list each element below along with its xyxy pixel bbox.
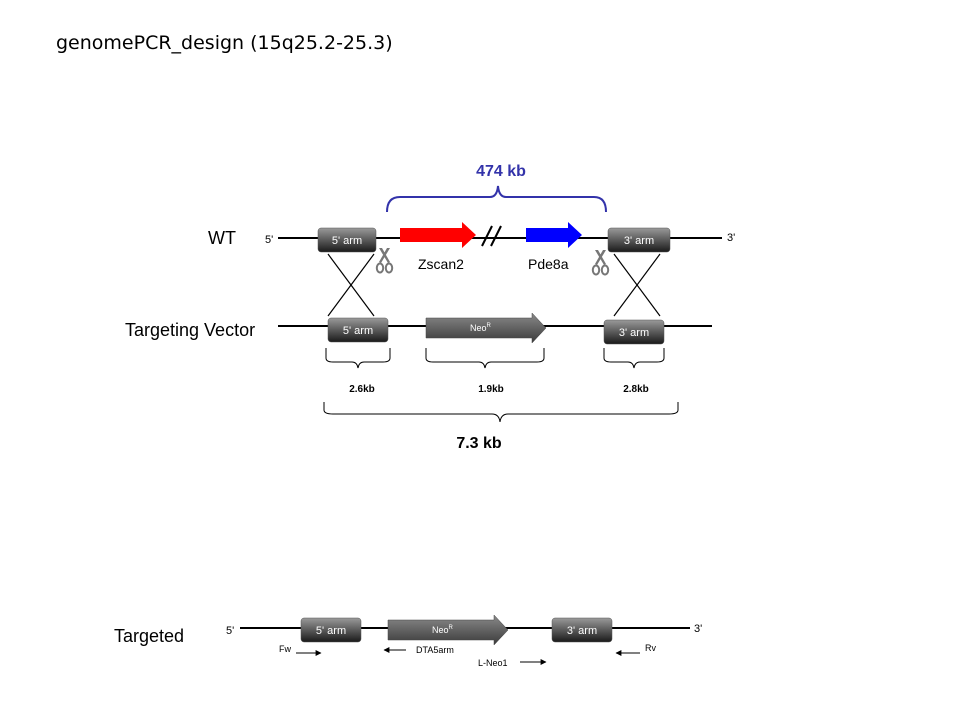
vector-3arm-box: 3' arm: [603, 319, 665, 345]
targeted-5prime-end: 5': [226, 625, 234, 637]
primer-rv-label: Rv: [645, 643, 656, 653]
wt-3arm-box: 3' arm: [607, 227, 671, 253]
vector-label: Targeting Vector: [125, 320, 255, 340]
targeted-neo-superscript: R: [449, 625, 454, 631]
scissors-icon: [375, 247, 394, 274]
total-size-label: 7.3 kb: [456, 435, 502, 452]
primer-lneo1-label: L-Neo1: [478, 658, 508, 668]
arm5-size-label: 2.6kb: [349, 384, 375, 395]
zscan2-gene-arrow: [400, 222, 476, 248]
vector-neo-arrow: NeoR: [425, 312, 547, 344]
pde8a-label: Pde8a: [528, 256, 569, 272]
arm5-size-bracket: [325, 348, 391, 369]
wt-5arm-label: 5' arm: [332, 235, 362, 247]
wt-3arm-label: 3' arm: [624, 235, 654, 247]
total-size-bracket: [323, 402, 679, 423]
wt-break-mark: [481, 225, 493, 247]
wt-5prime-end: 5': [265, 234, 273, 246]
targeted-3arm-label: 3' arm: [567, 625, 597, 637]
targeted-label: Targeted: [114, 626, 184, 646]
wt-row: WT 5' 3' 474 kb 5' arm Zscan2 Pde8a 3' a…: [208, 163, 735, 276]
arm3-size-label: 2.8kb: [623, 384, 649, 395]
targeted-neo-arrow: NeoR: [387, 614, 509, 646]
vector-3arm-label: 3' arm: [619, 327, 649, 339]
vector-row: Targeting Vector 5' arm NeoR 3' arm 2.6k…: [125, 312, 712, 452]
vector-neo-label: Neo: [470, 323, 487, 333]
primer-fw-label: Fw: [279, 644, 291, 654]
vector-neo-superscript: R: [487, 323, 492, 329]
targeted-3prime-end: 3': [694, 623, 702, 635]
vector-5arm-label: 5' arm: [343, 325, 373, 337]
targeted-5arm-label: 5' arm: [316, 625, 346, 637]
zscan2-label: Zscan2: [418, 256, 464, 272]
svg-text:NeoR: NeoR: [432, 625, 454, 635]
wt-5arm-box: 5' arm: [317, 227, 377, 253]
svg-text:NeoR: NeoR: [470, 323, 492, 333]
crossover-3prime: [613, 253, 661, 317]
targeted-row: Targeted 5' 3' 5' arm NeoR 3' arm Fw DTA…: [114, 614, 702, 668]
neo-size-label: 1.9kb: [478, 384, 504, 395]
wt-span-label: 474 kb: [476, 163, 526, 180]
targeted-neo-label: Neo: [432, 625, 449, 635]
crossover-5prime: [327, 253, 375, 317]
pde8a-gene-arrow: [526, 222, 582, 248]
targeted-5arm-box: 5' arm: [300, 617, 362, 643]
targeted-3arm-box: 3' arm: [551, 617, 613, 643]
scissors-icon: [591, 249, 610, 276]
wt-span-bracket: [386, 185, 607, 213]
wt-label: WT: [208, 228, 236, 248]
neo-size-bracket: [425, 348, 545, 369]
wt-3prime-end: 3': [727, 232, 735, 244]
vector-5arm-box: 5' arm: [327, 317, 389, 343]
primer-dta5arm-label: DTA5arm: [416, 645, 454, 655]
arm3-size-bracket: [603, 348, 665, 369]
page-title: genomePCR_design (15q25.2-25.3): [56, 32, 393, 54]
